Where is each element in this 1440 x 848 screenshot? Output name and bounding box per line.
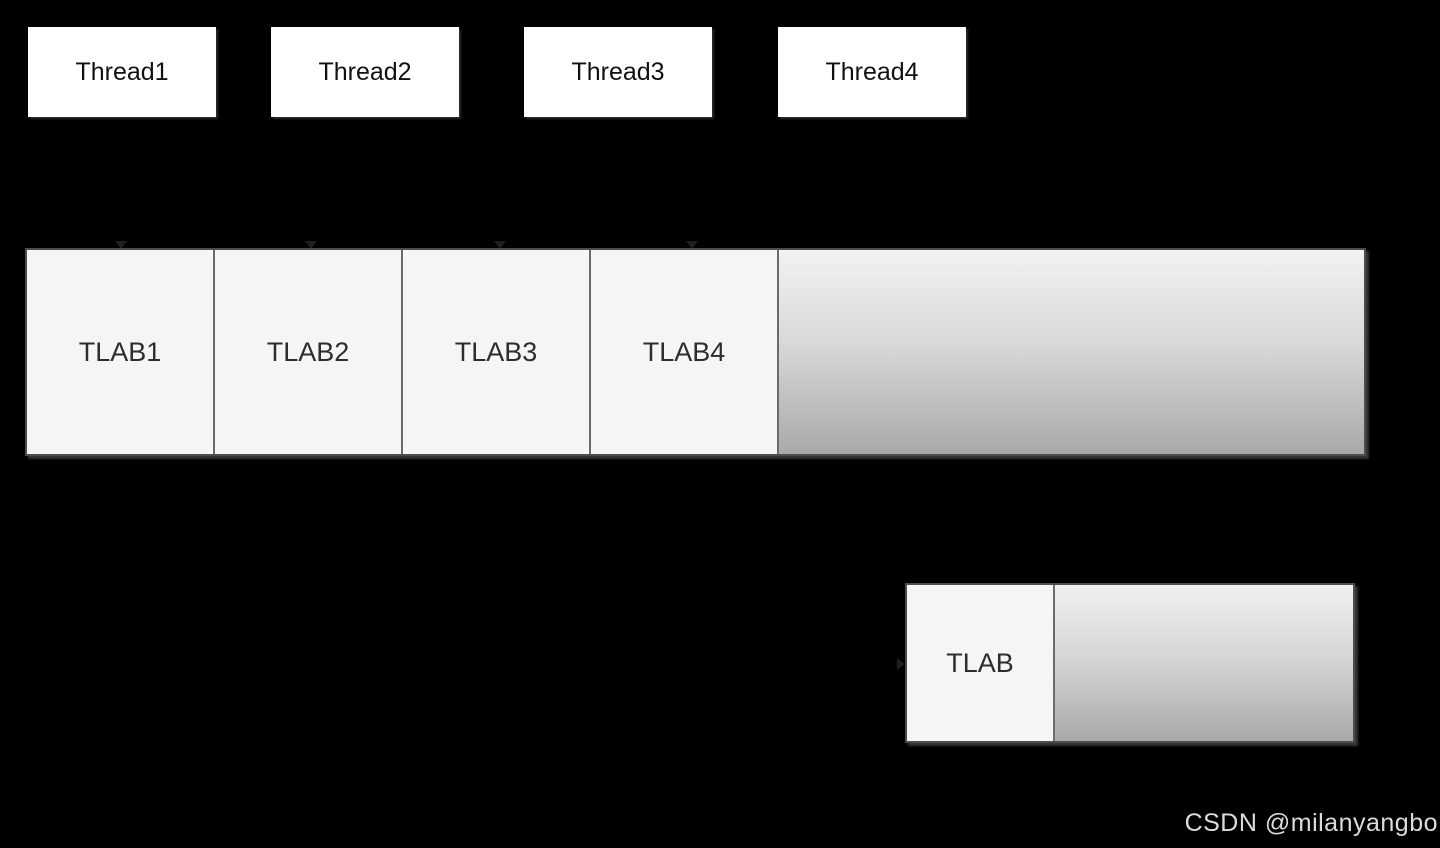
arrow-down-icon <box>494 241 506 249</box>
tlab3-cell: TLAB3 <box>403 250 591 454</box>
tlab1-label: TLAB1 <box>78 336 162 367</box>
single-tlab-label: TLAB <box>946 647 1014 678</box>
single-tlab-cell: TLAB <box>907 585 1055 741</box>
single-tlab-free-space <box>1055 585 1353 741</box>
thread2-box: Thread2 <box>271 27 459 117</box>
arrow-down-icon <box>686 241 698 249</box>
arrow-right-icon <box>897 658 905 670</box>
tlab1-cell: TLAB1 <box>27 250 215 454</box>
tlab2-cell: TLAB2 <box>215 250 403 454</box>
tlab2-label: TLAB2 <box>266 336 350 367</box>
thread4-label: Thread4 <box>825 57 919 86</box>
heap-free-space <box>779 250 1364 454</box>
thread2-label: Thread2 <box>318 57 412 86</box>
thread3-label: Thread3 <box>571 57 665 86</box>
tlab3-label: TLAB3 <box>454 336 538 367</box>
thread4-box: Thread4 <box>778 27 966 117</box>
tlab4-label: TLAB4 <box>642 336 726 367</box>
thread1-box: Thread1 <box>28 27 216 117</box>
watermark: CSDN @milanyangbo <box>1184 809 1438 837</box>
arrow-down-icon <box>115 241 127 249</box>
single-tlab-bar: TLAB <box>905 583 1355 743</box>
arrow-down-icon <box>305 241 317 249</box>
thread3-box: Thread3 <box>524 27 712 117</box>
thread1-label: Thread1 <box>75 57 169 86</box>
tlab4-cell: TLAB4 <box>591 250 779 454</box>
heap-bar: TLAB1 TLAB2 TLAB3 TLAB4 <box>25 248 1366 456</box>
